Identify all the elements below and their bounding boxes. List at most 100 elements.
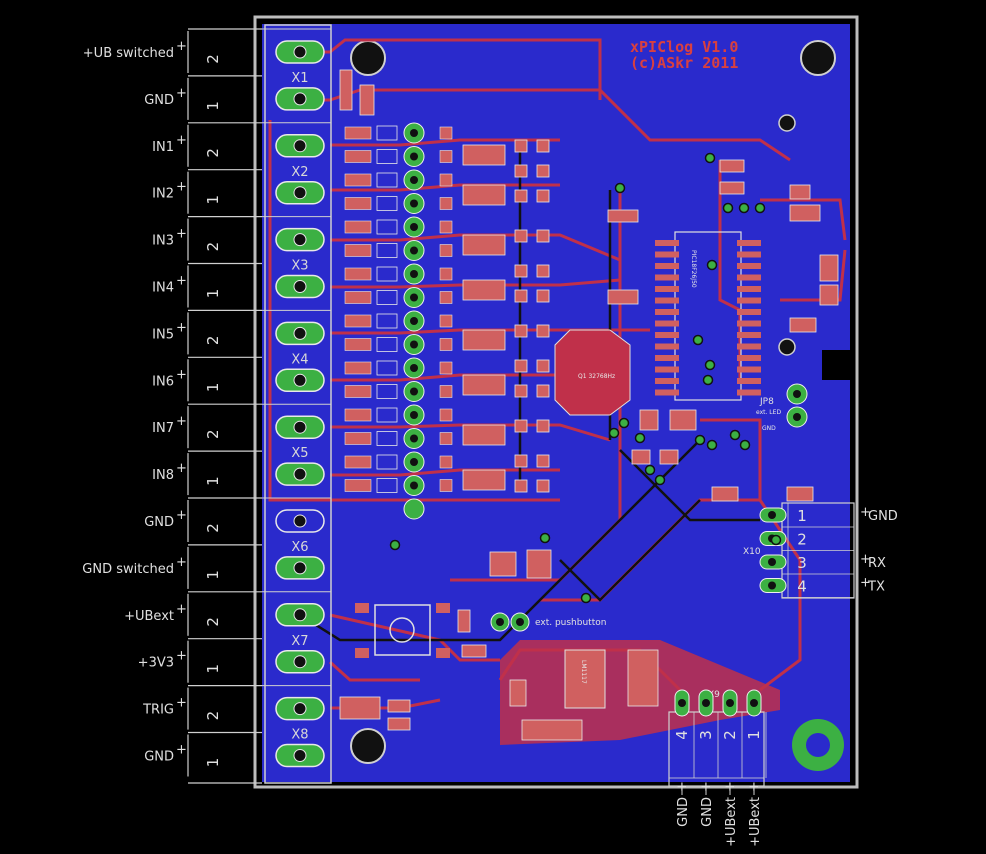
x10-drill [768,511,776,519]
diode-drill [410,246,418,255]
resistor [344,385,372,398]
terminal-pin-number: 1 [204,383,222,393]
terminal-pin-number: 1 [204,476,222,486]
terminal-plus: + [176,696,187,711]
via [694,434,706,446]
input-diodes [344,122,453,520]
via [706,259,718,271]
components [339,69,839,741]
terminal-pin-number: 2 [204,148,222,158]
diode-drill [410,387,418,396]
terminal-drill [293,186,307,200]
mcu-pin [737,240,761,246]
terminal-drill [293,326,307,340]
resistor [439,220,453,234]
resistor [344,220,372,234]
resistor [344,197,372,210]
diode-drill [410,223,418,231]
resistor [439,173,453,187]
diode-drill [410,270,418,278]
terminal-plus: + [176,743,187,758]
via [739,439,751,451]
via [618,417,630,429]
x9-pin-label: +UBext [724,797,739,847]
terminal-label: GND switched [82,562,174,577]
terminal-label: TRIG [142,703,174,718]
terminal-label: IN1 [152,140,174,155]
terminal-drill [293,373,307,387]
resistor [439,338,453,351]
terminal-label: IN3 [152,234,174,249]
x9-drill [702,699,710,707]
x9-drill [750,699,758,707]
crystal [554,329,631,416]
via [704,359,716,371]
mcu-pin [655,263,679,269]
terminal-plus: + [176,227,187,242]
via [729,429,741,441]
x10-pin-number: 1 [797,507,807,525]
x9-pin-number: 3 [697,730,715,740]
diode-body [376,149,398,164]
x10-plus: + [860,576,871,591]
terminal-pin-number: 1 [204,101,222,111]
x9-pin-number: 1 [745,730,763,740]
terminal-pin-number: 2 [204,429,222,439]
mcu-pin [655,320,679,327]
x9-pin-label: +UBext [748,797,763,847]
terminal-ref: X4 [291,352,308,367]
diode-body [376,219,398,235]
mcu-pin [655,355,679,361]
resistor [344,244,372,257]
terminal-ref: X2 [291,165,308,180]
regulator [564,649,606,709]
mcu-pin [737,274,761,281]
diode-drill [410,411,418,419]
terminal-drill [293,749,307,762]
terminal-label: +UBext [124,609,174,624]
via [539,532,551,544]
mcu-pin [737,309,761,315]
resistor [439,150,453,163]
board-title: xPIClog V1.0 [630,38,738,56]
x10-pin-label: GND [868,509,898,524]
x9-ref: X9 [708,690,720,700]
mcu-pin [737,389,761,396]
mcu-pin [655,332,679,338]
mcu-pin [737,263,761,269]
via [704,152,716,164]
resistor [439,314,453,328]
terminal-plus: + [176,86,187,101]
resistor [344,455,372,469]
diode-drill [410,176,418,184]
terminal-plus: + [176,39,187,54]
via [634,432,646,444]
mcu-pin [655,309,679,315]
terminal-plus: + [176,461,187,476]
via [706,439,718,451]
resistor [344,432,372,445]
mcu-pin [737,378,761,384]
jp8-pads [786,383,808,428]
mcu-pin [737,286,761,292]
jp8-ref: JP8 [759,397,774,407]
jp8-gnd: GND [762,425,776,432]
diode-body [376,290,398,305]
pushbutton-footprint [374,604,431,656]
resistor [439,361,453,375]
x10-drill [768,558,776,566]
via [770,534,782,546]
terminal-drill [293,467,307,481]
x9-plus: + [747,781,762,792]
x10-ref: X10 [743,547,761,557]
diode-drill [410,317,418,325]
diode-body [376,172,398,188]
x9-drill [726,699,734,707]
terminal-drill [293,45,307,59]
terminal-pin-number: 2 [204,54,222,64]
mcu-pin [737,355,761,361]
resistor [439,455,453,469]
terminal-ref: X5 [291,446,308,461]
via [644,464,656,476]
